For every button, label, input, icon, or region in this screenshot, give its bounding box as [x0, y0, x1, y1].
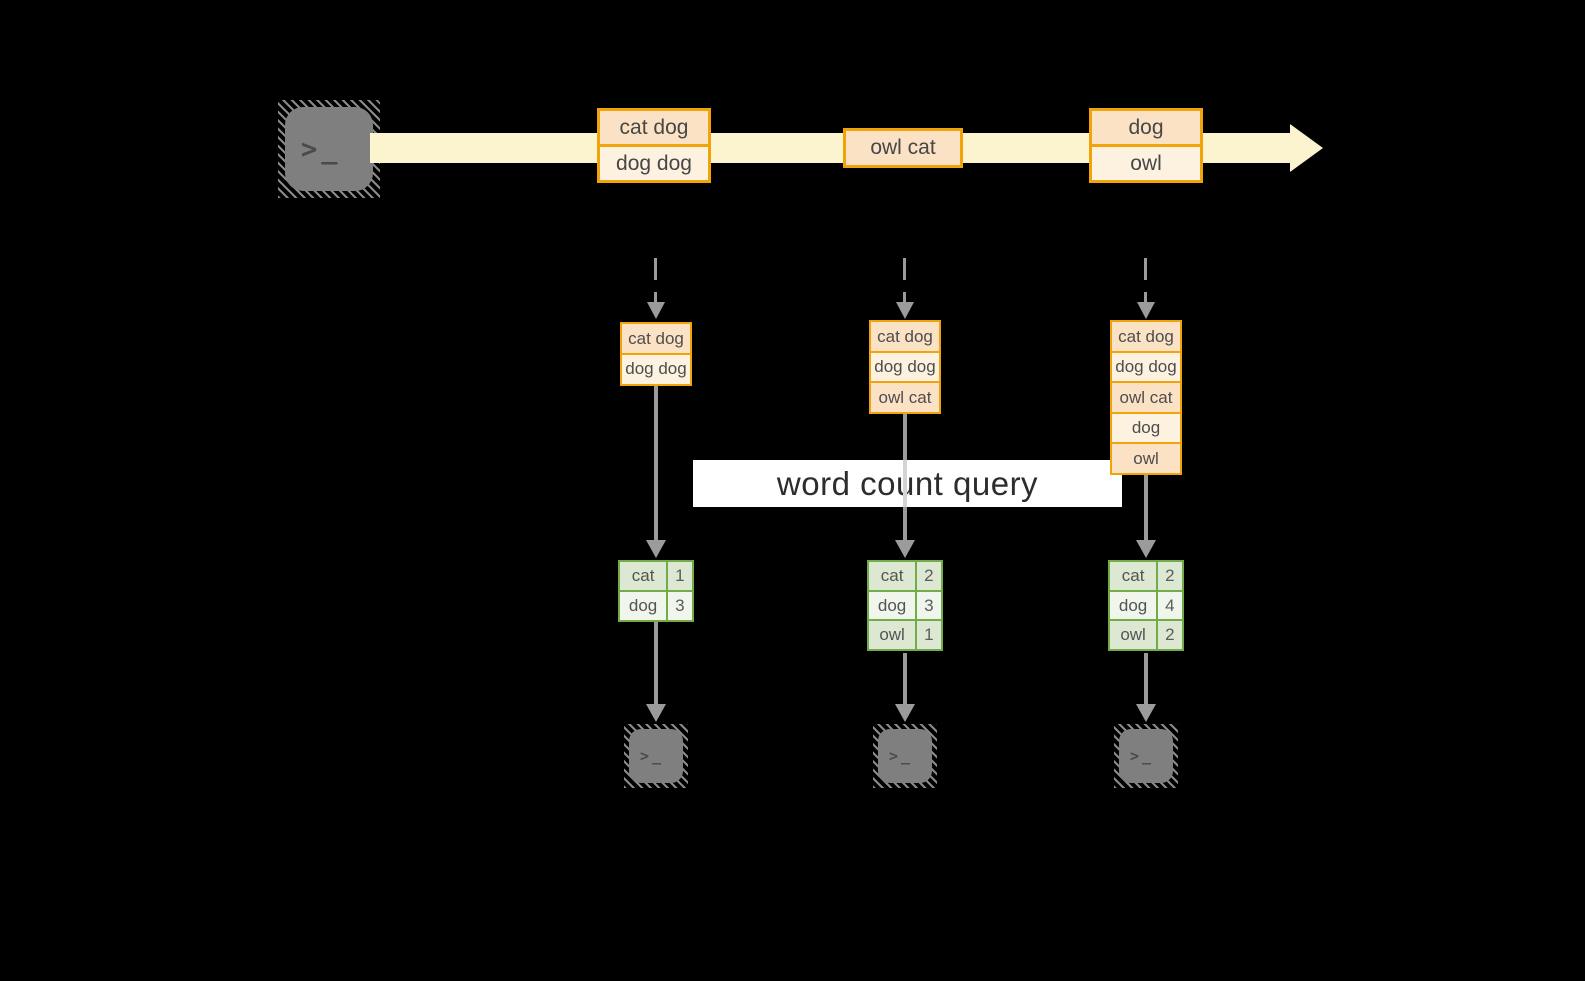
table-row: dog 3 — [618, 589, 694, 622]
table-row: dog 4 — [1108, 589, 1184, 622]
output-arrow-line — [654, 621, 658, 704]
stream-arrowhead-icon — [1290, 124, 1323, 172]
dashed-arrow-line — [1144, 258, 1147, 302]
count-cell: 3 — [914, 589, 943, 622]
count-table-1: cat 1 dog 3 — [618, 560, 694, 622]
stream-record-3: dog owl — [1089, 108, 1203, 183]
record-line: dog — [1089, 108, 1203, 147]
terminal-screen: >_ — [878, 729, 932, 783]
buffer-stack-1: cat dog dog dog — [620, 322, 692, 386]
count-cell: 2 — [1155, 619, 1184, 651]
terminal-screen: >_ — [1119, 729, 1173, 783]
query-arrow-head-icon — [895, 540, 915, 558]
word-cell: dog — [1108, 589, 1159, 622]
count-table-2: cat 2 dog 3 owl 1 — [867, 560, 943, 651]
count-table-3: cat 2 dog 4 owl 2 — [1108, 560, 1184, 651]
dashed-arrow-head-icon — [896, 302, 914, 319]
buffer-cell: dog dog — [869, 350, 941, 384]
table-row: owl 1 — [867, 619, 943, 651]
word-cell: owl — [1108, 619, 1159, 651]
table-row: dog 3 — [867, 589, 943, 622]
dashed-arrow-line — [903, 258, 906, 302]
buffer-stack-2: cat dog dog dog owl cat — [869, 320, 941, 414]
output-arrow-line — [1144, 653, 1148, 704]
query-arrow-head-icon — [646, 540, 666, 558]
terminal-sink-icon: >_ — [1114, 724, 1178, 788]
table-row: owl 2 — [1108, 619, 1184, 651]
buffer-cell: cat dog — [1110, 320, 1182, 353]
terminal-prompt-icon: >_ — [301, 133, 338, 165]
count-cell: 3 — [665, 589, 694, 622]
dashed-arrow-line — [654, 258, 657, 302]
output-arrow-line — [903, 653, 907, 704]
buffer-cell: dog dog — [620, 352, 692, 386]
buffer-cell: dog dog — [1110, 350, 1182, 384]
table-row: cat 1 — [618, 560, 694, 592]
record-line: owl cat — [843, 128, 963, 168]
buffer-cell: owl — [1110, 442, 1182, 475]
buffer-cell: owl cat — [869, 381, 941, 414]
record-line: dog dog — [597, 144, 711, 183]
buffer-cell: cat dog — [620, 322, 692, 355]
output-arrow-head-icon — [895, 704, 915, 722]
terminal-screen: >_ — [285, 107, 373, 191]
count-cell: 2 — [914, 560, 943, 592]
word-cell: cat — [618, 560, 669, 592]
count-cell: 2 — [1155, 560, 1184, 592]
terminal-prompt-icon: >_ — [640, 747, 661, 765]
query-arrow-through-label — [903, 460, 907, 507]
query-arrow-line — [654, 385, 658, 540]
query-arrow-head-icon — [1136, 540, 1156, 558]
stream-record-1: cat dog dog dog — [597, 108, 711, 183]
terminal-sink-icon: >_ — [873, 724, 937, 788]
terminal-sink-icon: >_ — [624, 724, 688, 788]
buffer-cell: dog — [1110, 411, 1182, 445]
stream-record-2: owl cat — [843, 128, 963, 168]
query-arrow-line — [1144, 473, 1148, 540]
table-row: cat 2 — [1108, 560, 1184, 592]
dashed-arrow-head-icon — [1137, 302, 1155, 319]
query-label: word count query — [693, 460, 1122, 507]
output-arrow-head-icon — [1136, 704, 1156, 722]
record-line: cat dog — [597, 108, 711, 147]
word-cell: owl — [867, 619, 918, 651]
word-cell: cat — [1108, 560, 1159, 592]
record-line: owl — [1089, 144, 1203, 183]
terminal-source-icon: >_ — [278, 100, 380, 198]
buffer-stack-3: cat dog dog dog owl cat dog owl — [1110, 320, 1182, 475]
terminal-prompt-icon: >_ — [1130, 747, 1151, 765]
word-cell: dog — [867, 589, 918, 622]
count-cell: 1 — [665, 560, 694, 592]
output-arrow-head-icon — [646, 704, 666, 722]
terminal-prompt-icon: >_ — [889, 747, 910, 765]
buffer-cell: cat dog — [869, 320, 941, 353]
dashed-arrow-head-icon — [647, 302, 665, 319]
count-cell: 4 — [1155, 589, 1184, 622]
terminal-screen: >_ — [629, 729, 683, 783]
buffer-cell: owl cat — [1110, 381, 1182, 414]
word-cell: dog — [618, 589, 669, 622]
word-cell: cat — [867, 560, 918, 592]
count-cell: 1 — [914, 619, 943, 651]
table-row: cat 2 — [867, 560, 943, 592]
